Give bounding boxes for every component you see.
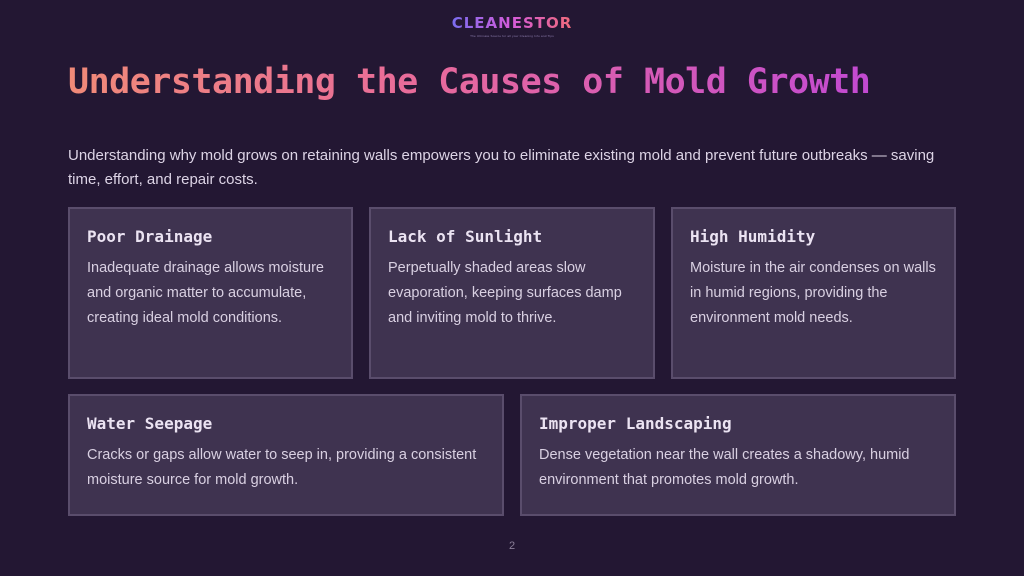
card-text: Inadequate drainage allows moisture and … bbox=[87, 260, 324, 326]
card-text: Perpetually shaded areas slow evaporatio… bbox=[388, 260, 622, 326]
page-number: 2 bbox=[508, 540, 516, 552]
cause-card-water-seepage: Water Seepage Cracks or gaps allow water… bbox=[68, 394, 504, 516]
card-text: Cracks or gaps allow water to seep in, p… bbox=[87, 447, 477, 488]
card-title: Poor Drainage bbox=[87, 227, 213, 246]
brand-logo: CLEANESTOR The Ultimate Source for all y… bbox=[0, 14, 1024, 38]
brand-tagline: The Ultimate Source for all your Cleanin… bbox=[470, 34, 554, 38]
cause-card-lack-of-sunlight: Lack of Sunlight Perpetually shaded area… bbox=[369, 207, 655, 379]
card-text: Moisture in the air condenses on walls i… bbox=[690, 260, 936, 326]
card-text: Dense vegetation near the wall creates a… bbox=[539, 447, 910, 488]
card-title: Lack of Sunlight bbox=[388, 227, 543, 246]
intro-paragraph: Understanding why mold grows on retainin… bbox=[68, 147, 935, 188]
brand-name: CLEANESTOR bbox=[451, 14, 573, 32]
card-title: Improper Landscaping bbox=[539, 414, 732, 433]
cause-card-improper-landscaping: Improper Landscaping Dense vegetation ne… bbox=[520, 394, 956, 516]
page-title: Understanding the Causes of Mold Growth bbox=[68, 62, 871, 102]
card-title: Water Seepage bbox=[87, 414, 213, 433]
card-title: High Humidity bbox=[690, 227, 816, 246]
cause-card-poor-drainage: Poor Drainage Inadequate drainage allows… bbox=[68, 207, 353, 379]
cause-card-high-humidity: High Humidity Moisture in the air conden… bbox=[671, 207, 956, 379]
